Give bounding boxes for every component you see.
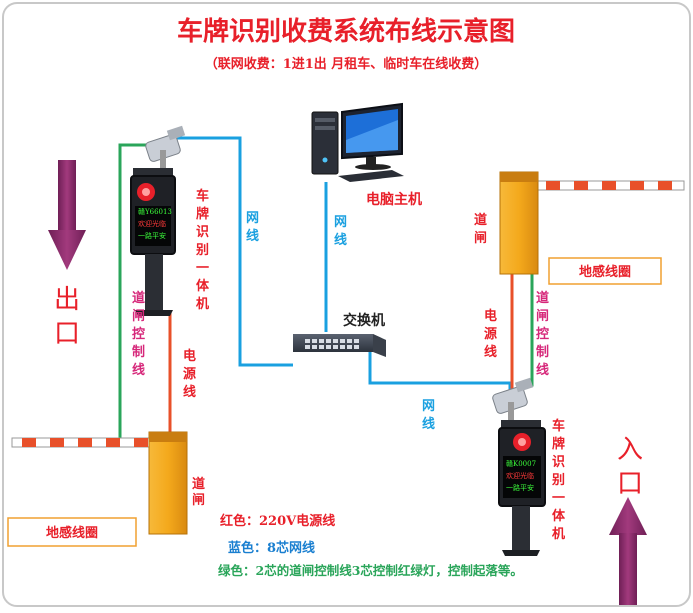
svg-text:电: 电 bbox=[484, 308, 497, 324]
svg-text:线: 线 bbox=[484, 344, 497, 360]
legend-red: 红色：220V电源线 bbox=[220, 513, 335, 529]
barrier-gate-left bbox=[11, 431, 188, 535]
svg-text:网: 网 bbox=[334, 215, 347, 230]
svg-text:控: 控 bbox=[536, 326, 549, 342]
lpr-right-label: 车 牌 识 别 一 体 机 bbox=[551, 418, 566, 542]
gate-left-label-1: 道 bbox=[192, 476, 205, 492]
lpr-left-display-line-3: 一路平安 bbox=[138, 231, 166, 240]
loop-detector-right-box bbox=[548, 257, 662, 285]
exit-label-char-1: 出 bbox=[54, 285, 80, 315]
svg-text:电: 电 bbox=[183, 348, 196, 364]
lpr-left-display-line-2: 欢迎光临 bbox=[138, 219, 166, 228]
svg-text:别: 别 bbox=[551, 473, 565, 488]
svg-text:网: 网 bbox=[422, 399, 435, 414]
barrier-gate-right bbox=[499, 171, 685, 275]
lpr-right-display-line-2: 欢迎光临 bbox=[506, 471, 534, 480]
page-subtitle: （联网收费：1进1出 月租车、临时车在线收费） bbox=[205, 56, 488, 72]
power-line-left-label: 电 源 线 bbox=[183, 348, 196, 400]
svg-text:识: 识 bbox=[196, 225, 209, 240]
switch-label: 交换机 bbox=[343, 312, 385, 329]
svg-text:控: 控 bbox=[132, 326, 145, 342]
network-line-left-label: 网 线 bbox=[246, 211, 259, 244]
lpr-left-label: 车 牌 识 别 一 体 机 bbox=[195, 188, 210, 312]
svg-text:车: 车 bbox=[552, 418, 565, 434]
svg-text:机: 机 bbox=[552, 526, 565, 542]
lpr-camera-left bbox=[130, 125, 186, 316]
network-line-left bbox=[175, 136, 293, 367]
svg-text:车: 车 bbox=[196, 188, 209, 204]
gate-right-label-2: 闸 bbox=[474, 230, 487, 246]
svg-text:闸: 闸 bbox=[132, 308, 145, 324]
gate-right-label-1: 道 bbox=[474, 212, 487, 228]
svg-text:线: 线 bbox=[132, 362, 145, 378]
svg-text:牌: 牌 bbox=[196, 206, 209, 222]
svg-text:网: 网 bbox=[246, 211, 259, 226]
svg-text:识: 识 bbox=[552, 455, 565, 470]
pc-host-label: 电脑主机 bbox=[366, 191, 422, 208]
network-switch-icon bbox=[293, 334, 386, 357]
gate-control-right-label: 道 闸 控 制 线 bbox=[536, 290, 549, 378]
svg-text:线: 线 bbox=[183, 384, 196, 400]
svg-text:源: 源 bbox=[183, 366, 196, 382]
entry-arrow-icon bbox=[609, 497, 647, 605]
svg-text:道: 道 bbox=[536, 290, 549, 306]
power-line-right-label: 电 源 线 bbox=[484, 308, 497, 360]
svg-text:牌: 牌 bbox=[552, 436, 565, 452]
svg-text:制: 制 bbox=[536, 344, 549, 360]
network-line-pc-label: 网 线 bbox=[334, 215, 347, 248]
svg-text:机: 机 bbox=[196, 296, 209, 312]
exit-arrow-icon bbox=[48, 160, 86, 270]
svg-text:源: 源 bbox=[484, 326, 497, 342]
legend-blue: 蓝色：8芯网线 bbox=[228, 540, 315, 556]
svg-text:线: 线 bbox=[536, 362, 549, 378]
svg-text:制: 制 bbox=[132, 344, 145, 360]
loop-detector-left-label: 地感线圈 bbox=[46, 525, 98, 541]
svg-text:一: 一 bbox=[196, 261, 209, 276]
exit-label-char-2: 口 bbox=[54, 319, 80, 349]
svg-text:闸: 闸 bbox=[536, 308, 549, 324]
legend-green: 绿色：2芯的道闸控制线3芯控制红绿灯，控制起落等。 bbox=[218, 563, 523, 578]
svg-text:线: 线 bbox=[334, 232, 347, 248]
network-line-bottom-label: 网 线 bbox=[422, 399, 435, 432]
gate-control-left-label: 道 闸 控 制 线 bbox=[132, 290, 145, 378]
svg-text:体: 体 bbox=[196, 278, 210, 294]
svg-text:线: 线 bbox=[422, 416, 435, 432]
entry-label-char-1: 入 bbox=[617, 435, 643, 465]
lpr-right-display-line-1: 赣K0007 bbox=[506, 459, 536, 468]
lpr-right-display-line-3: 一路平安 bbox=[506, 483, 534, 492]
svg-text:别: 别 bbox=[195, 243, 209, 258]
svg-text:线: 线 bbox=[246, 228, 259, 244]
lpr-camera-right bbox=[492, 377, 546, 556]
svg-text:道: 道 bbox=[132, 290, 145, 306]
page-title: 车牌识别收费系统布线示意图 bbox=[177, 16, 515, 47]
loop-detector-left-box bbox=[7, 517, 137, 547]
gate-left-label-2: 闸 bbox=[192, 492, 205, 508]
lpr-left-display-line-1: 赣Y66013 bbox=[138, 207, 172, 216]
svg-text:体: 体 bbox=[552, 508, 566, 524]
loop-detector-right-label: 地感线圈 bbox=[579, 264, 631, 280]
computer-host-icon bbox=[311, 102, 404, 182]
svg-text:一: 一 bbox=[552, 491, 565, 506]
entry-label-char-2: 口 bbox=[617, 469, 643, 499]
